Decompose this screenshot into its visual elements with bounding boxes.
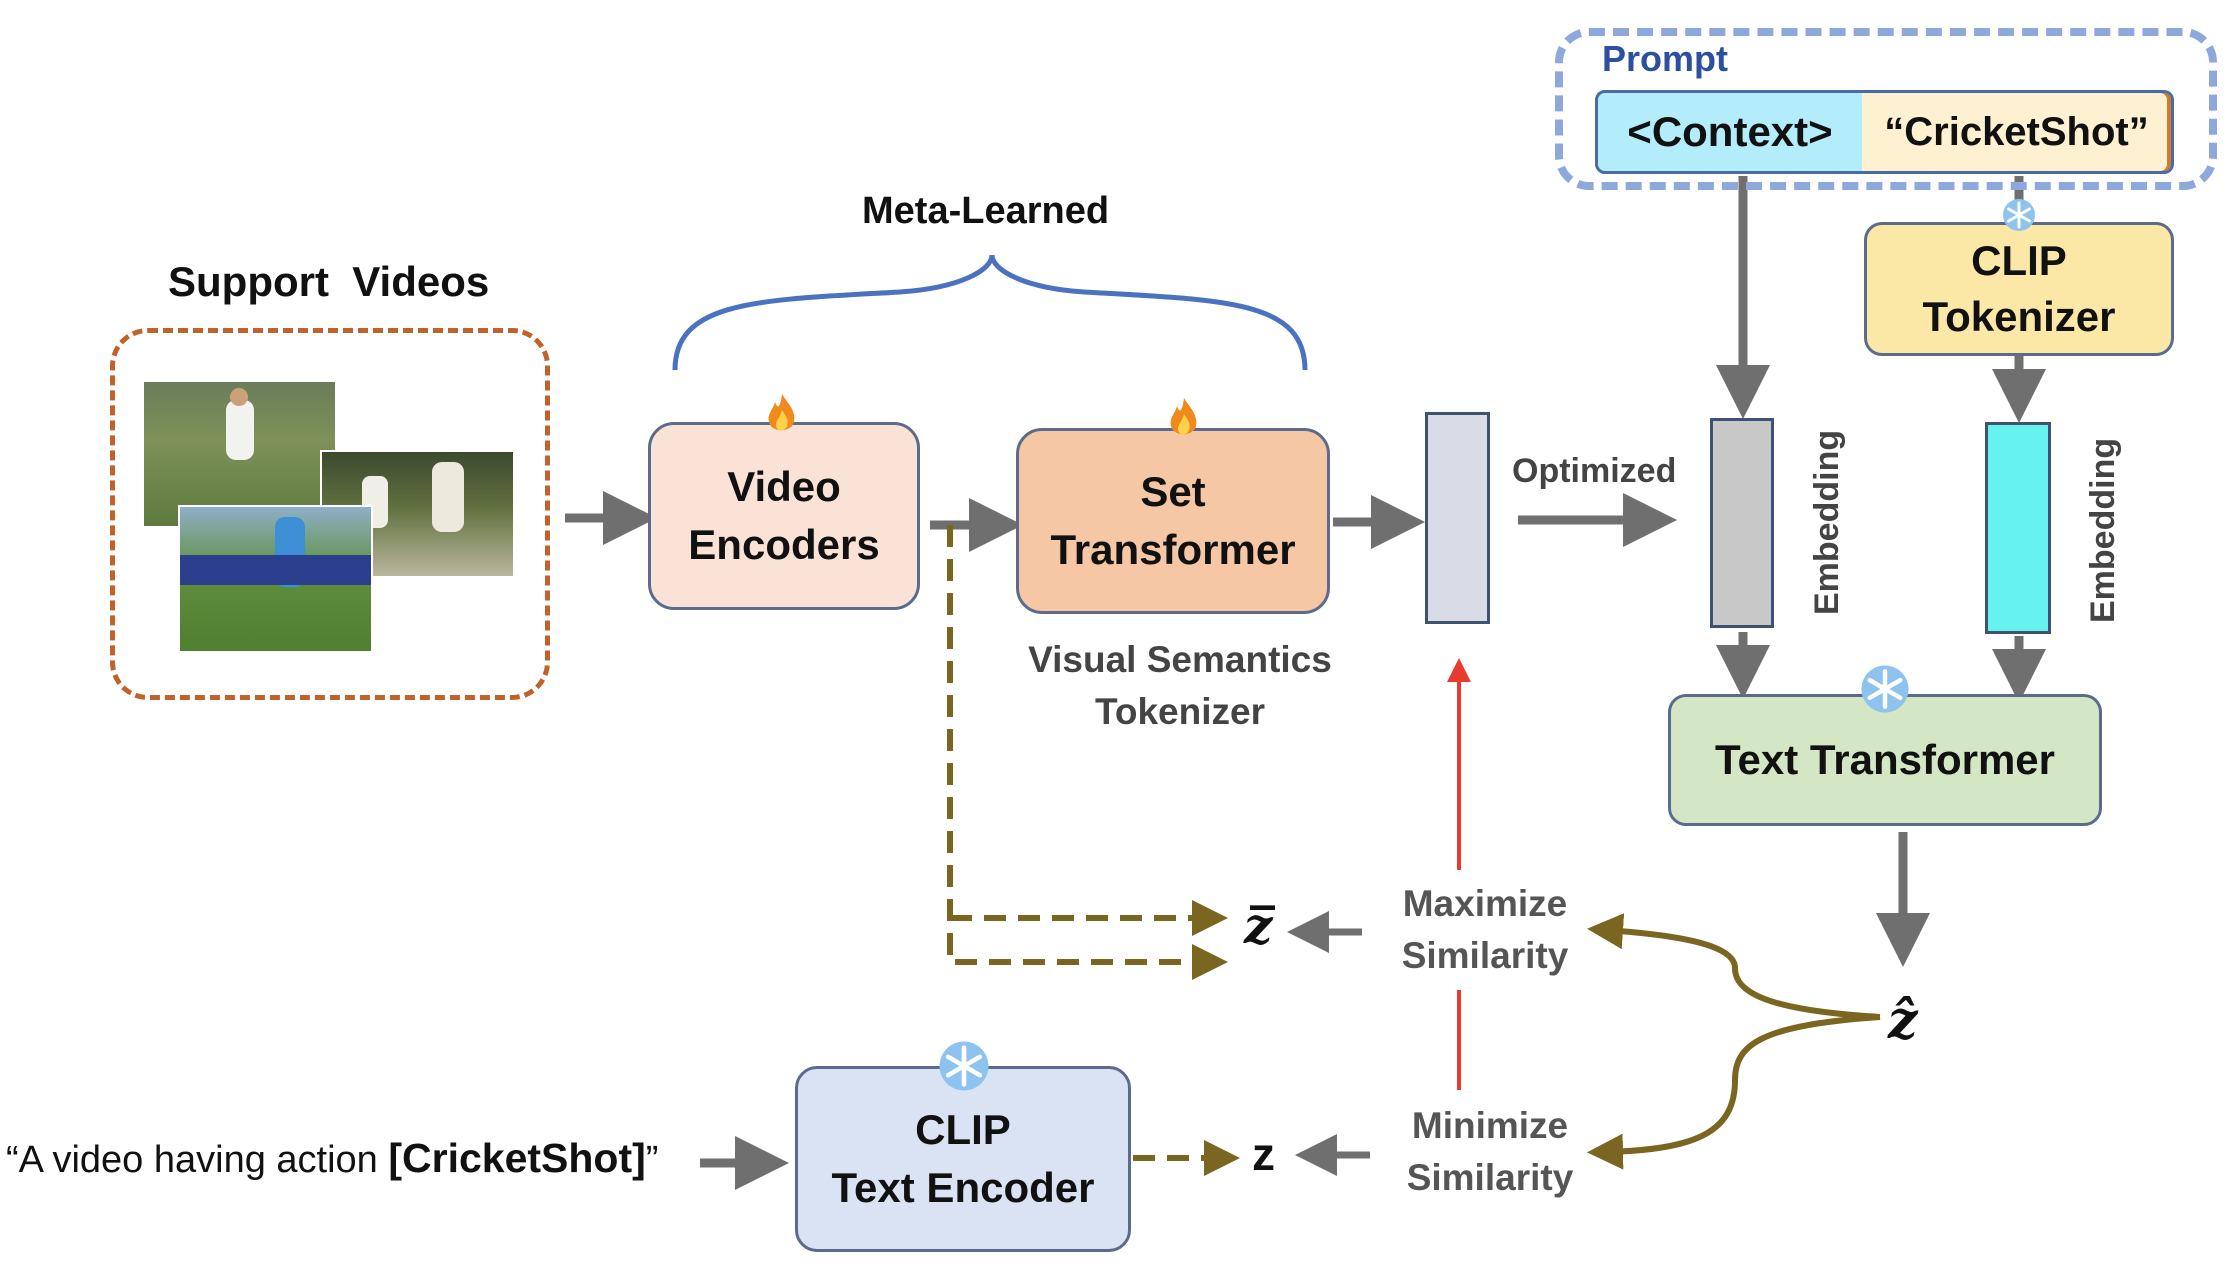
support-videos-title: Support Videos (168, 258, 490, 305)
class-token[interactable]: “CricketShot” (1862, 90, 2174, 174)
optimized-label: Optimized (1512, 452, 1677, 490)
meta-learned-label: Meta-Learned (862, 190, 1110, 232)
gold-dashed-encoder-to-zbar (947, 525, 1228, 980)
embedding-left-label: Embedding (1808, 429, 1846, 615)
maximize-line1: Maximize (1402, 883, 1568, 924)
z-hat-symbol: ẑ (1888, 990, 1918, 1051)
z-symbol: z (1252, 1128, 1275, 1180)
set-transformer-line2: Transformer (1050, 526, 1296, 573)
meta-learned-brace (672, 254, 1308, 371)
context-token[interactable]: <Context> (1595, 90, 1865, 174)
video-encoders-line1: Video (727, 463, 841, 510)
minimize-similarity-label: Minimize Similarity (1365, 1100, 1615, 1204)
visual-semantics-line1: Visual Semantics (1028, 639, 1332, 680)
caption-prefix: “A video having action (6, 1139, 389, 1181)
visual-semantics-tokenizer-label: Visual Semantics Tokenizer (1010, 634, 1350, 738)
text-transformer-box[interactable]: Text Transformer (1668, 694, 2102, 826)
snowflake-icon (1860, 664, 1910, 714)
caption-suffix: ” (645, 1139, 659, 1181)
embedding-right-label: Embedding (2084, 437, 2122, 623)
clip-text-encoder-line1: CLIP (915, 1106, 1011, 1153)
prompt-container (1555, 28, 2217, 190)
minimize-line2: Similarity (1406, 1157, 1574, 1198)
caption-action: [CricketShot] (388, 1135, 646, 1181)
video-encoders-line2: Encoders (688, 521, 880, 568)
optimized-vector[interactable] (1425, 412, 1490, 624)
caption-text: “A video having action [CricketShot]” (6, 1135, 658, 1182)
embedding-right-bar[interactable] (1985, 422, 2051, 634)
gold-curve-to-minimize (1587, 1014, 1881, 1170)
snowflake-icon (2002, 198, 2036, 232)
maximize-similarity-label: Maximize Similarity (1360, 878, 1610, 982)
minimize-line1: Minimize (1411, 1105, 1569, 1146)
visual-semantics-line2: Tokenizer (1095, 691, 1265, 732)
video-thumbnail-1[interactable] (142, 380, 337, 528)
fire-icon (1166, 396, 1202, 440)
video-thumbnail-3[interactable] (178, 505, 373, 653)
clip-tokenizer-line2: Tokenizer (1922, 293, 2116, 340)
set-transformer-box[interactable]: Set Transformer (1016, 428, 1330, 614)
clip-tokenizer-line1: CLIP (1971, 237, 2067, 284)
clip-text-encoder-line2: Text Encoder (831, 1164, 1095, 1211)
prompt-title: Prompt (1602, 38, 1728, 79)
support-videos-container (110, 328, 550, 700)
set-transformer-line1: Set (1140, 468, 1206, 515)
gold-curve-to-maximize (1587, 913, 1881, 1020)
z-bar-symbol: z̅ (1244, 896, 1273, 955)
maximize-line2: Similarity (1401, 935, 1569, 976)
embedding-left-bar[interactable] (1710, 418, 1774, 628)
clip-tokenizer-box[interactable]: CLIP Tokenizer (1864, 222, 2174, 356)
video-encoders-box[interactable]: Video Encoders (648, 422, 920, 610)
snowflake-icon (938, 1040, 990, 1092)
fire-icon (764, 392, 800, 436)
clip-text-encoder-box[interactable]: CLIP Text Encoder (795, 1066, 1131, 1252)
